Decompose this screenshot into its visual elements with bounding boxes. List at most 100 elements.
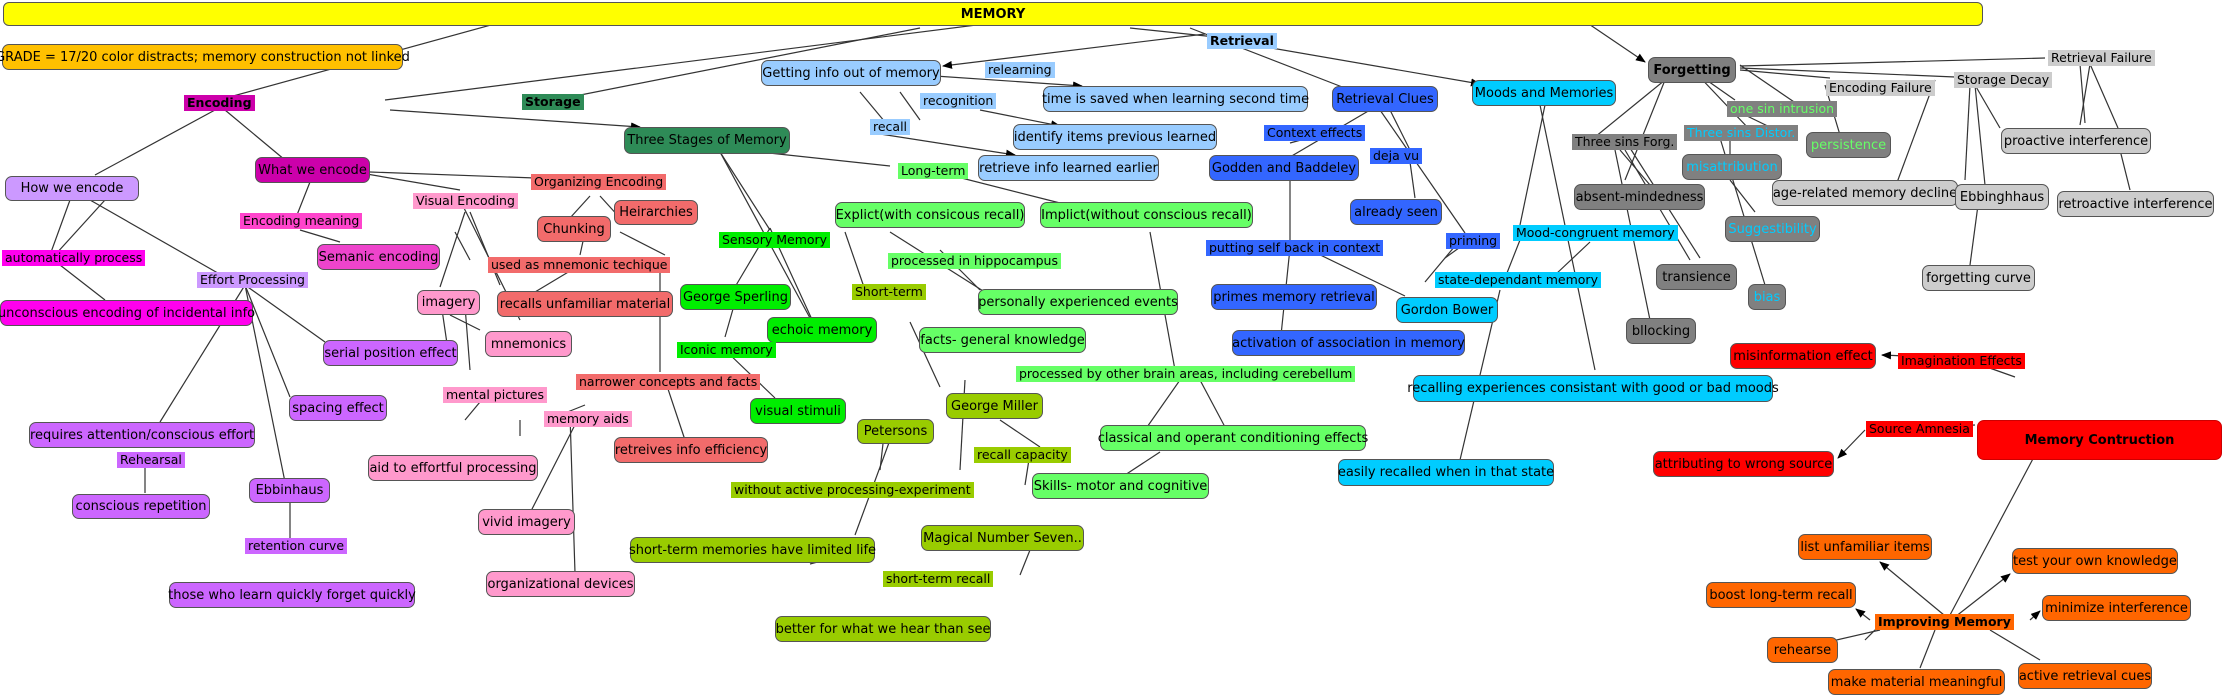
transience: transience (1656, 264, 1737, 290)
petersons: Petersons (857, 419, 934, 444)
unconscious-encoding: unconscious encoding of incidental info (0, 300, 255, 326)
blocking: bllocking (1626, 318, 1696, 344)
active-retrieval-cues: active retrieval cues (2018, 663, 2152, 689)
effort-processing-label: Effort Processing (197, 272, 308, 288)
hippocampus-label: processed in hippocampus (888, 253, 1061, 269)
conditioning-effects: classical and operant conditioning effec… (1098, 425, 1368, 451)
vivid-imagery: vivid imagery (478, 509, 575, 535)
source-amnesia-label: Source Amnesia (1866, 421, 1973, 437)
aid-effortful: aid to effortful processing (368, 455, 538, 481)
one-sin-intrusion-label: one sin intrusion (1727, 101, 1838, 117)
how-we-encode: How we encode (5, 176, 139, 201)
primes-memory-retrieval: primes memory retrieval (1211, 284, 1377, 310)
semantic-encoding: Semanic encoding (317, 244, 440, 270)
serial-position-effect: serial position effect (323, 340, 458, 366)
mood-congruent-label: Mood-congruent memory (1513, 225, 1678, 241)
persistence: persistence (1806, 132, 1891, 158)
rehearse: rehearse (1767, 637, 1838, 663)
sensory-memory-label: Sensory Memory (719, 232, 831, 248)
identify-items: identify items previous learned (1013, 124, 1217, 150)
iconic-memory-label: Iconic memory (677, 342, 776, 358)
imagery: imagery (417, 290, 480, 315)
recall-label: recall (870, 119, 911, 135)
what-we-encode: What we encode (255, 157, 370, 183)
bias: bias (1748, 284, 1786, 310)
spacing-effect: spacing effect (289, 395, 387, 421)
three-stages-of-memory: Three Stages of Memory (624, 127, 790, 154)
easily-recalled: easily recalled when in that state (1338, 459, 1554, 486)
ebbinhaus: Ebbinhaus (249, 478, 330, 503)
getting-info-out: Getting info out of memory (761, 60, 941, 86)
general-knowledge: facts- general knowledge (919, 327, 1086, 353)
improving-memory-heading: Improving Memory (1875, 614, 2014, 630)
retrieves-info-efficiency: retreives info efficiency (614, 437, 768, 463)
memory-aids-label: memory aids (544, 411, 632, 427)
suggestibility: Suggestibility (1725, 216, 1820, 242)
chunking: Chunking (537, 216, 611, 242)
gordon-bower: Gordon Bower (1396, 297, 1498, 323)
relearning-label: relearning (985, 62, 1055, 78)
recalling-experiences: recalling experiences consistant with go… (1407, 375, 1779, 402)
retrieval-failure-label: Retrieval Failure (2048, 50, 2155, 66)
deja-vu-label: deja vu (1370, 148, 1423, 164)
list-unfamiliar-items: list unfamiliar items (1798, 534, 1932, 560)
retrieve-earlier: retrieve info learned earlier (978, 155, 1159, 181)
retention-curve-label: retention curve (245, 538, 348, 554)
boost-long-term-recall: boost long-term recall (1706, 582, 1856, 608)
storage-decay-label: Storage Decay (1954, 72, 2053, 88)
long-term-label: Long-term (898, 163, 969, 179)
test-own-knowledge: test your own knowledge (2012, 548, 2178, 574)
visual-stimuli: visual stimuli (750, 398, 846, 424)
retrieval-heading: Retrieval (1207, 33, 1277, 49)
personally-experienced-events: personally experienced events (978, 289, 1178, 315)
mental-pictures-label: mental pictures (443, 387, 547, 403)
organizing-encoding-label: Organizing Encoding (531, 174, 667, 190)
encoding-failure-label: Encoding Failure (1826, 80, 1935, 96)
storage-heading: Storage (522, 94, 584, 110)
magical-number-seven: Magical Number Seven.. (921, 525, 1084, 551)
misattribution: misattribution (1682, 154, 1782, 180)
other-brain-areas-label: processed by other brain areas, includin… (1016, 366, 1356, 382)
absent-mindedness: absent-mindedness (1574, 184, 1705, 210)
implicit-memory: Implict(without conscious recall) (1040, 202, 1253, 228)
wrong-source: attributing to wrong source (1653, 451, 1834, 477)
minimize-interference: minimize interference (2042, 595, 2191, 621)
rehearsal-label: Rehearsal (117, 452, 185, 468)
recall-capacity-label: recall capacity (974, 447, 1071, 463)
priming-label: priming (1446, 233, 1501, 249)
title-node: MEMORY (3, 2, 1983, 26)
conscious-repetition: conscious repetition (72, 494, 210, 519)
make-material-meaningful: make material meaningful (1828, 669, 2005, 695)
ebbinghhaus: Ebbinghhaus (1955, 184, 2049, 210)
visual-encoding-label: Visual Encoding (413, 193, 518, 209)
skills-motor-cognitive: Skills- motor and cognitive (1032, 473, 1209, 499)
already-seen: already seen (1350, 199, 1442, 225)
george-sperling: George Sperling (680, 284, 791, 310)
short-term-recall-label: short-term recall (883, 571, 994, 587)
imagination-effects-label: Imagination Effects (1898, 353, 2025, 369)
moods-and-memories: Moods and Memories (1472, 80, 1616, 106)
learn-quickly: those who learn quickly forget quickly (168, 582, 416, 608)
godden-baddeley: Godden and Baddeley (1209, 155, 1359, 181)
retroactive-interference: retroactive interference (2057, 191, 2214, 217)
state-dependant-label: state-dependant memory (1435, 272, 1601, 288)
retrieval-clues: Retrieval Clues (1332, 86, 1438, 112)
recognition-label: recognition (920, 93, 997, 109)
requires-attention: requires attention/conscious effort (29, 422, 255, 448)
three-sins-forg-label: Three sins Forg. (1572, 134, 1678, 150)
time-saved: time is saved when learning second time (1042, 86, 1309, 112)
better-hear-than-see: better for what we hear than see (775, 616, 991, 642)
george-miller: George Miller (946, 393, 1043, 419)
encoding-heading: Encoding (184, 95, 255, 111)
short-term-limited: short-term memories have limited life (629, 537, 876, 563)
mnemonic-technique-label: used as mnemonic techique (488, 257, 671, 273)
misinformation-effect: misinformation effect (1730, 343, 1876, 369)
narrower-concepts-label: narrower concepts and facts (576, 374, 761, 390)
grade-note: GRADE = 17/20 color distracts; memory co… (0, 44, 410, 70)
mnemonics: mnemonics (485, 331, 572, 357)
activation-association: activation of association in memory (1232, 330, 1465, 356)
recalls-unfamiliar: recalls unfamiliar material (497, 291, 673, 317)
forgetting-curve: forgetting curve (1922, 265, 2035, 291)
encoding-meaning-label: Encoding meaning (240, 213, 363, 229)
forgetting-heading: Forgetting (1648, 57, 1736, 83)
